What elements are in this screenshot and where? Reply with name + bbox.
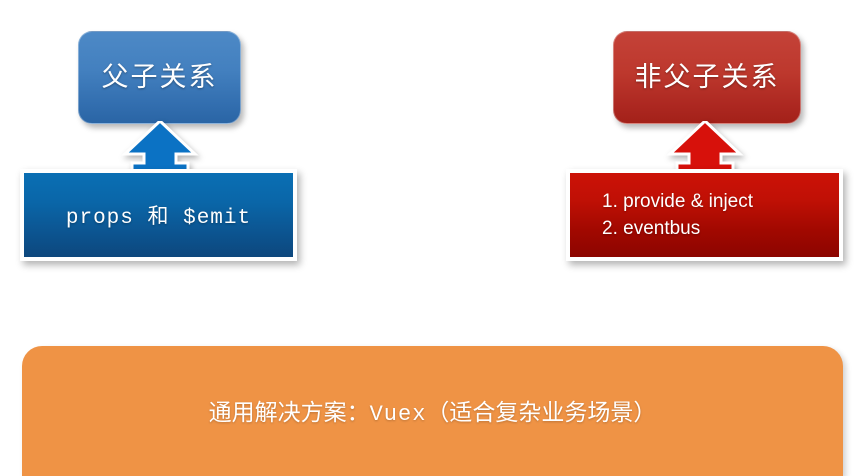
node-props-and-emit[interactable]: props 和 $emit [20, 169, 297, 261]
node-non-parent-child-relationship[interactable]: 非父子关系 [613, 31, 801, 124]
list-item: 1. provide & inject [602, 190, 754, 212]
list-item: 2. eventbus [602, 217, 701, 239]
arrow-up-icon-left [121, 121, 199, 175]
node-non-parent-child-label: 非父子关系 [634, 62, 780, 92]
solution-prefix: 通用解决方案： [208, 399, 370, 425]
arrow-up-icon-right [666, 121, 744, 175]
node-parent-child-relationship[interactable]: 父子关系 [78, 31, 241, 124]
solution-suffix: （适合复杂业务场景） [426, 399, 657, 425]
option-list: 1. provide & inject 2. eventbus [602, 190, 753, 241]
solution-text: 通用解决方案：Vuex（适合复杂业务场景） [22, 401, 843, 426]
node-non-parent-child-options[interactable]: 1. provide & inject 2. eventbus [566, 169, 843, 261]
node-parent-child-label: 父子关系 [101, 62, 218, 92]
solution-tech-name: Vuex [369, 402, 427, 427]
node-props-and-emit-label: props 和 $emit [65, 207, 252, 230]
node-general-solution-banner[interactable]: 通用解决方案：Vuex（适合复杂业务场景） [22, 346, 843, 476]
